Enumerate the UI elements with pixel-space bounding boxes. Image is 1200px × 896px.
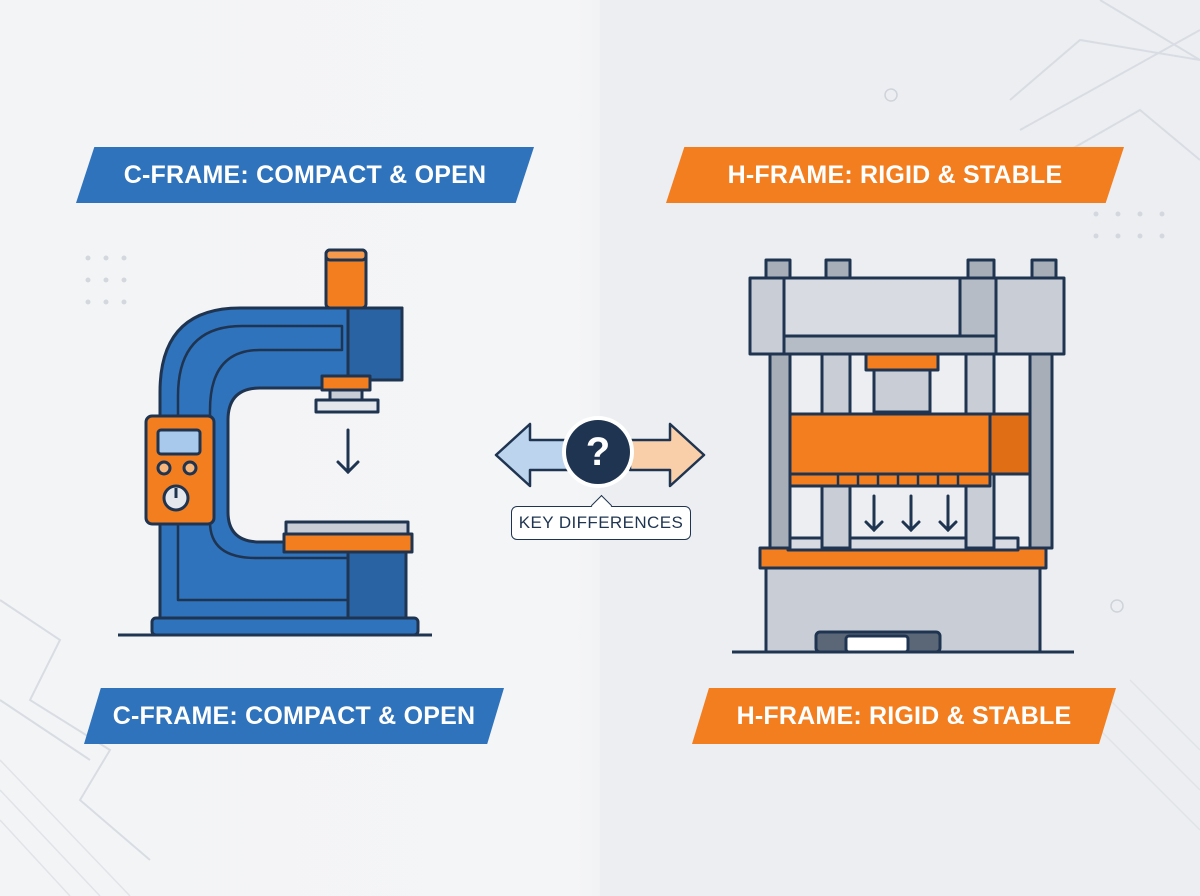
banner-h-frame-top: H-FRAME: RIGID & STABLE: [666, 147, 1124, 203]
double-arrow-icon: [494, 422, 706, 488]
panel-display-icon: [156, 428, 202, 456]
banner-c-frame-top: C-FRAME: COMPACT & OPEN: [76, 147, 534, 203]
banner-h-frame-bottom: H-FRAME: RIGID & STABLE: [692, 688, 1116, 744]
h-frame-cylinder: [864, 352, 940, 372]
key-differences-label: KEY DIFFERENCES: [511, 506, 691, 540]
key-differences-group: ? KEY DIFFERENCES: [490, 410, 710, 550]
down-arrows-icon: [864, 494, 958, 533]
dot-grid-left: [85, 255, 127, 305]
question-icon: ?: [566, 420, 630, 484]
control-panel: [144, 414, 216, 526]
h-frame-press-illustration: [732, 258, 1074, 654]
c-frame-table: [282, 532, 414, 554]
c-frame-press-illustration: [118, 248, 432, 637]
c-frame-ram: [320, 374, 372, 392]
down-arrow-icon: [336, 428, 360, 475]
dot-grid-right: [1093, 211, 1165, 239]
banner-c-frame-bottom: C-FRAME: COMPACT & OPEN: [84, 688, 504, 744]
